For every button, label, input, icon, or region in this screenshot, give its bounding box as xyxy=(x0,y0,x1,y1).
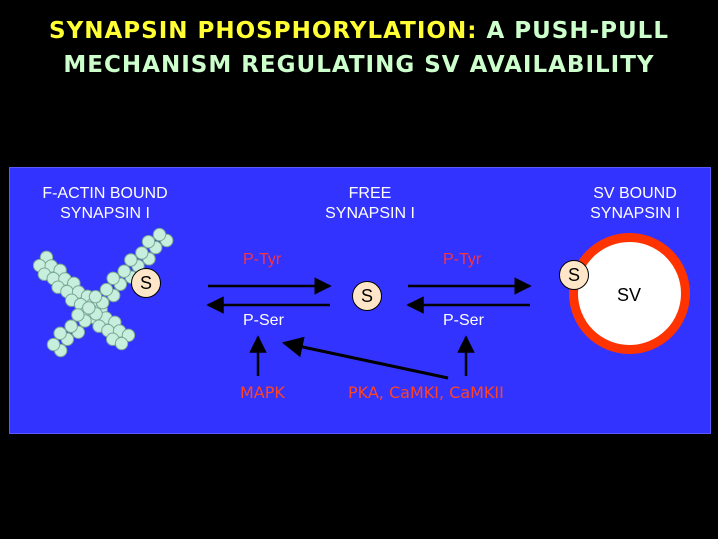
title-part1: SYNAPSIN PHOSPHORYLATION: xyxy=(49,18,478,44)
actin-bead xyxy=(117,264,131,278)
synapsin-actin-bound: S xyxy=(131,268,161,298)
kinase-pka-camk-label: PKA, CaMKI, CaMKII xyxy=(348,383,504,402)
sv-label: SV xyxy=(617,285,642,305)
actin-bead xyxy=(82,301,96,315)
arrow-pka-diagonal xyxy=(281,336,449,380)
title-line2: MECHANISM REGULATING SV AVAILABILITY xyxy=(63,52,655,78)
left-p-ser-label: P-Ser xyxy=(243,312,284,329)
actin-bead xyxy=(71,308,85,322)
right-p-ser-label: P-Ser xyxy=(443,312,484,329)
actin-bead xyxy=(135,246,149,260)
title-part2: A PUSH-PULL xyxy=(486,18,669,44)
synaptic-vesicle xyxy=(569,233,690,354)
actin-bead xyxy=(53,326,67,341)
actin-bead xyxy=(99,282,114,297)
actin-bead xyxy=(152,227,167,242)
left-p-tyr-label: P-Tyr xyxy=(243,251,282,268)
actin-bead xyxy=(106,271,120,286)
synapsin-free: S xyxy=(352,281,382,311)
actin-bead xyxy=(88,289,103,304)
actin-bead xyxy=(64,319,78,333)
f-actin-filament-icon xyxy=(32,227,174,358)
actin-bead xyxy=(141,234,156,249)
slide-title: SYNAPSIN PHOSPHORYLATION: A PUSH-PULL ME… xyxy=(0,14,718,82)
kinase-mapk-label: MAPK xyxy=(240,383,285,402)
actin-bead xyxy=(124,253,138,267)
actin-bead xyxy=(46,337,61,352)
synapsin-sv-bound: S xyxy=(559,260,589,290)
right-p-tyr-label: P-Tyr xyxy=(443,251,482,268)
actin-bead xyxy=(114,336,129,351)
